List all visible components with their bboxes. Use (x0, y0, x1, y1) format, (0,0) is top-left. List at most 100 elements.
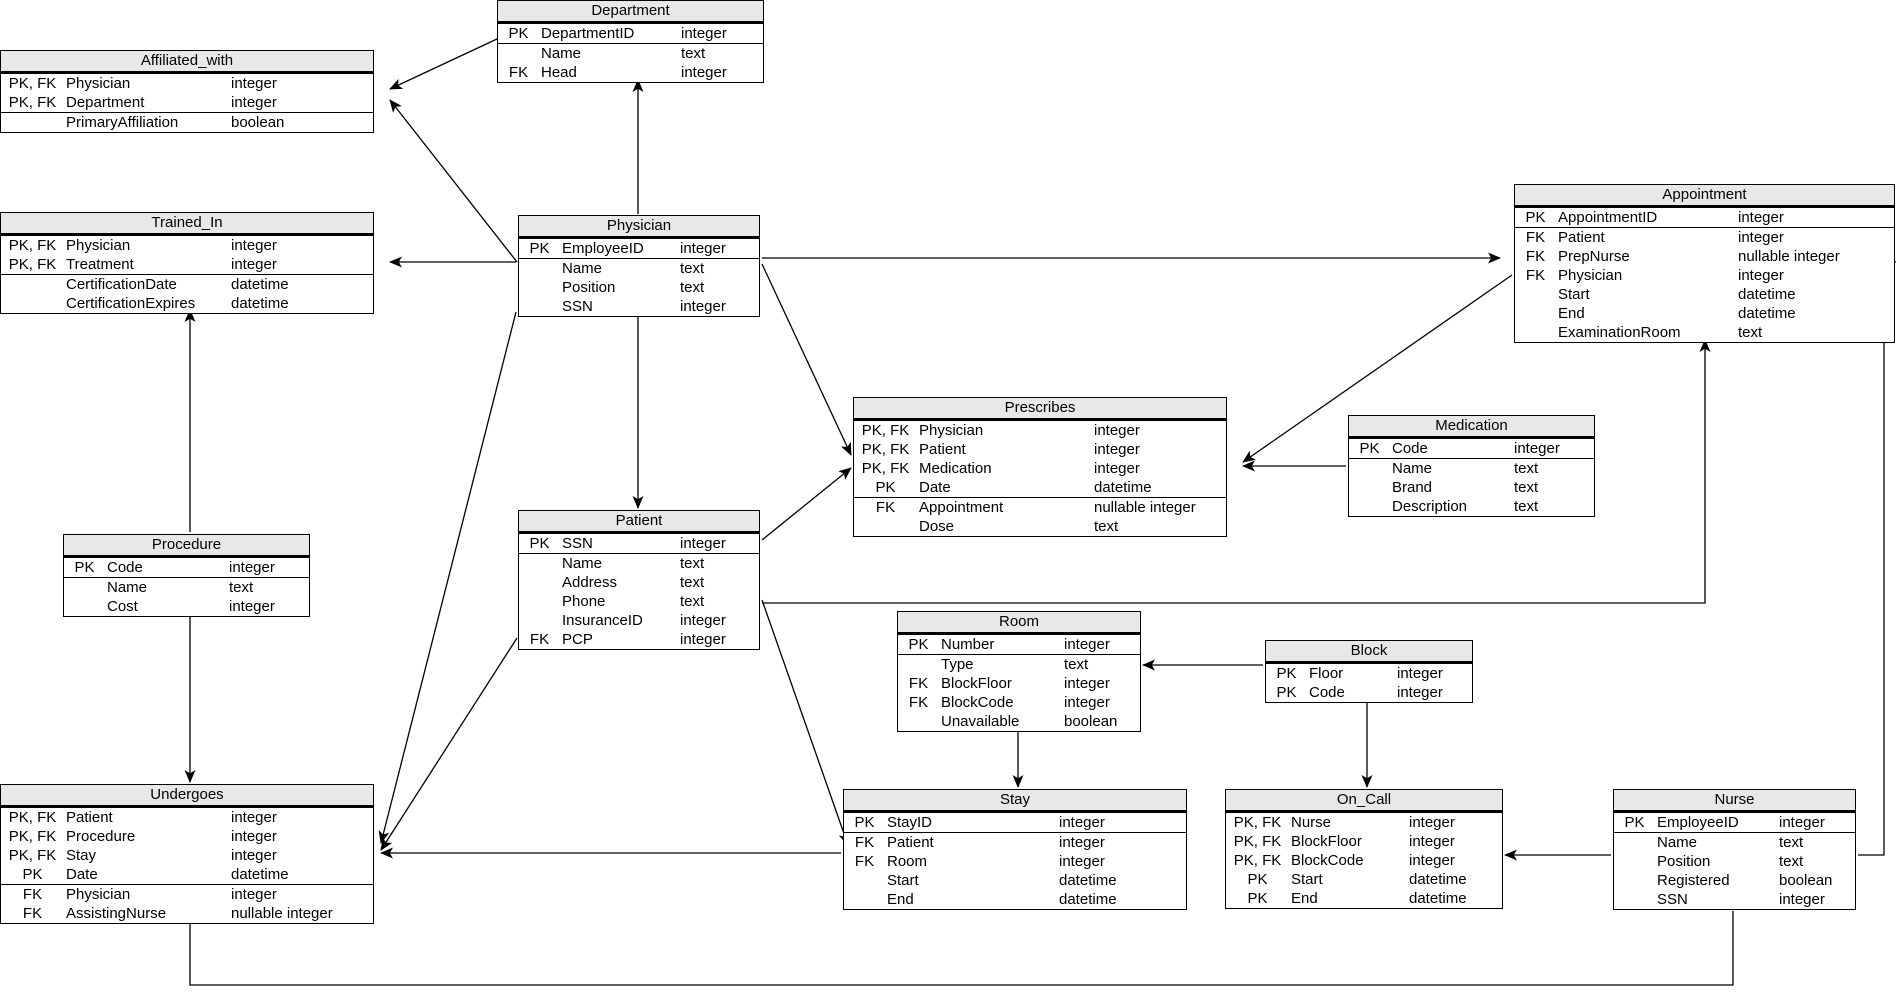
entity-title-room: Room (898, 612, 1140, 635)
attribute-key (1, 274, 63, 294)
attribute-type: text (1514, 498, 1539, 515)
attribute-key: FK (22, 905, 43, 922)
attribute-attr: Registered (1657, 872, 1730, 889)
attribute-attr: Physician (66, 75, 131, 92)
attribute-type: text (677, 553, 759, 573)
attribute-type: nullable integer (1091, 497, 1226, 517)
attribute-attr: CertificationExpires (66, 295, 196, 312)
attribute-key (64, 597, 104, 616)
attribute-attr: End (1291, 890, 1318, 907)
attribute-key: PK, FK (8, 256, 57, 273)
attribute-key: FK (844, 832, 884, 852)
attribute-attr: Treatment (66, 256, 134, 273)
attribute-key (1349, 478, 1389, 497)
attribute-key (844, 871, 884, 890)
entity-title-department: Department (498, 1, 763, 24)
attribute-type: text (226, 577, 309, 597)
attribute-key: PK, FK (861, 422, 910, 439)
attribute-type: integer (1779, 814, 1825, 831)
attribute-key (64, 577, 104, 597)
entity-title-undergoes: Undergoes (1, 785, 373, 808)
attribute-type: text (680, 574, 705, 591)
attribute-key (519, 611, 559, 630)
attribute-type: integer (229, 598, 275, 615)
attribute-attr: InsuranceID (562, 612, 643, 629)
edge-department-affiliated_with (389, 31, 513, 90)
attribute-type: text (1061, 654, 1140, 674)
attribute-key: PK (1247, 871, 1268, 888)
edge-physician-prescribes (761, 263, 852, 456)
attribute-attr: Brand (1392, 479, 1433, 496)
attribute-key: PK (908, 636, 929, 653)
attribute-type: integer (1409, 852, 1455, 869)
attribute-key (1515, 285, 1555, 304)
attribute-key (1515, 304, 1555, 323)
attribute-type: integer (1064, 636, 1110, 653)
attribute-key (519, 573, 559, 592)
attribute-type: integer (231, 847, 277, 864)
attribute-key (519, 278, 559, 297)
attribute-attr: Department (66, 94, 145, 111)
attribute-attr: Physician (919, 422, 984, 439)
attribute-attr: End (1558, 305, 1585, 322)
attribute-key (854, 517, 916, 536)
attribute-type: datetime (1059, 891, 1117, 908)
attribute-type: text (1514, 479, 1539, 496)
attribute-key (898, 712, 938, 731)
attribute-key: PK, FK (8, 237, 57, 254)
attribute-attr: Procedure (66, 828, 136, 845)
attribute-key (498, 43, 538, 63)
attribute-type: integer (1397, 665, 1443, 682)
attribute-type: datetime (231, 866, 289, 883)
attribute-type: datetime (1738, 286, 1796, 303)
attribute-attr: Number (941, 636, 995, 653)
attribute-attr: Name (538, 43, 678, 63)
entity-title-patient: Patient (519, 511, 759, 534)
attribute-attr: Patient (919, 441, 966, 458)
attribute-key: FK (1525, 248, 1546, 265)
attribute-type: text (677, 258, 759, 278)
attribute-attr: EmployeeID (1657, 814, 1739, 831)
attribute-attr: StayID (887, 814, 933, 831)
